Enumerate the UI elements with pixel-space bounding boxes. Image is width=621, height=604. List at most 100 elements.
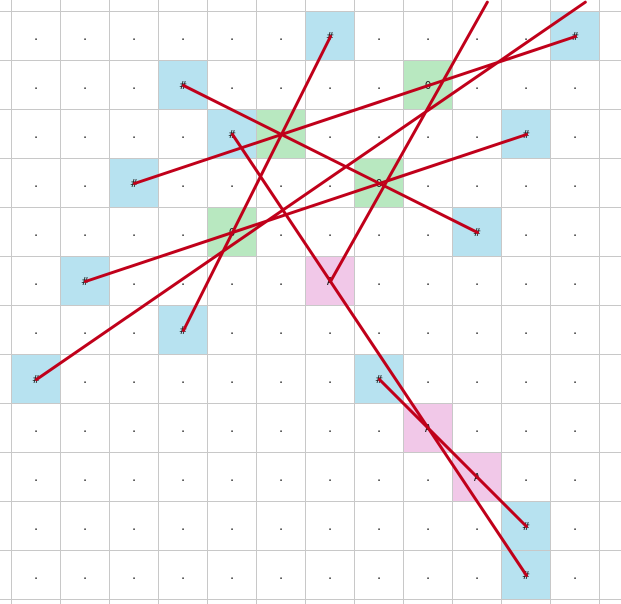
grid-cell-empty: . [355, 257, 404, 306]
grid-cell-empty: . [306, 404, 355, 453]
gridline-vertical [403, 0, 404, 604]
grid-cell-empty: . [61, 551, 110, 600]
gridline-horizontal [0, 60, 621, 61]
grid-cell-empty: . [453, 110, 502, 159]
grid-cell-empty: . [61, 355, 110, 404]
grid-cell-antenna: # [502, 502, 551, 551]
grid-cell-empty: . [110, 502, 159, 551]
grid-cell-empty: . [306, 61, 355, 110]
grid-cell-antenna: # [551, 12, 600, 61]
grid-cell-empty: . [12, 12, 61, 61]
grid-cell-empty: . [257, 12, 306, 61]
grid-cell-empty: . [61, 502, 110, 551]
grid-cell-empty: . [355, 110, 404, 159]
grid-cell-empty: . [257, 404, 306, 453]
grid-cell-empty: . [551, 502, 600, 551]
gridline-vertical [501, 0, 502, 604]
grid-cell-empty: . [453, 404, 502, 453]
grid-cell-empty: . [208, 502, 257, 551]
grid-cell-empty: . [453, 257, 502, 306]
grid-cell-empty: . [12, 159, 61, 208]
grid-cell-antinode: A [453, 453, 502, 502]
grid-cell-overlap: 0 [208, 208, 257, 257]
grid-cell-empty: . [159, 110, 208, 159]
grid-cell-empty: . [502, 159, 551, 208]
grid-cell-antenna: # [502, 551, 551, 600]
grid-cell-antenna: # [110, 159, 159, 208]
grid-cell-empty: . [61, 159, 110, 208]
gridline-horizontal [0, 599, 621, 600]
grid-cell-empty: . [12, 306, 61, 355]
grid-cell-empty: . [306, 502, 355, 551]
grid-cell-empty: . [110, 12, 159, 61]
grid-cell-empty: . [12, 257, 61, 306]
grid-cell-empty: . [306, 355, 355, 404]
grid-cell-empty: . [355, 453, 404, 502]
grid-cell-empty: . [12, 453, 61, 502]
grid-cell-empty: . [502, 257, 551, 306]
grid-cell-empty: . [12, 110, 61, 159]
grid-cell-empty: . [551, 404, 600, 453]
grid-cell-empty: . [110, 453, 159, 502]
grid-cell-empty: . [502, 61, 551, 110]
grid-cell-empty: . [306, 453, 355, 502]
grid-cell-empty: . [159, 551, 208, 600]
grid-cell-empty: . [600, 502, 621, 551]
grid-cell-empty: . [61, 12, 110, 61]
grid-cell-empty: . [208, 61, 257, 110]
grid-cell-empty: . [12, 61, 61, 110]
gridline-vertical [354, 0, 355, 604]
gridline-horizontal [0, 354, 621, 355]
grid-cell-empty: . [551, 257, 600, 306]
grid-cell-empty: . [257, 257, 306, 306]
grid-cell-empty: . [159, 12, 208, 61]
grid-cell-empty: . [355, 61, 404, 110]
grid-cell-empty: . [404, 306, 453, 355]
grid-cell-empty: . [355, 12, 404, 61]
grid-cell-empty: . [208, 551, 257, 600]
grid-cell-empty: . [12, 551, 61, 600]
grid-cell-empty: . [551, 453, 600, 502]
grid-cell-empty: . [551, 306, 600, 355]
grid-cell-antenna: # [208, 110, 257, 159]
grid-cell-empty: . [257, 159, 306, 208]
grid-cell-empty: . [551, 208, 600, 257]
grid-cell-empty: . [110, 208, 159, 257]
gridline-vertical [256, 0, 257, 604]
gridline-vertical [599, 0, 600, 604]
grid-cell-empty: . [600, 159, 621, 208]
grid-cell-empty: . [453, 306, 502, 355]
grid-cell-empty: . [61, 61, 110, 110]
grid-cell-empty: . [551, 551, 600, 600]
grid-cell-antenna: # [453, 208, 502, 257]
grid-cell-empty: . [551, 159, 600, 208]
grid-cell-empty: . [502, 404, 551, 453]
grid-cell-empty: . [355, 502, 404, 551]
grid-cell-empty: . [61, 404, 110, 453]
grid-cell-empty: . [600, 208, 621, 257]
grid-cell-empty: . [159, 404, 208, 453]
grid-cell-empty: . [453, 12, 502, 61]
grid-cell-empty: . [110, 355, 159, 404]
grid-cell-empty: . [600, 355, 621, 404]
gridline-horizontal [0, 158, 621, 159]
grid-cell-empty: . [453, 551, 502, 600]
grid-cell-empty: . [404, 208, 453, 257]
grid-cell-empty: . [61, 208, 110, 257]
gridline-horizontal [0, 109, 621, 110]
grid-cell-empty: . [453, 502, 502, 551]
grid-cell-empty: . [404, 453, 453, 502]
grid-cell-empty: . [453, 61, 502, 110]
grid-cell-antinode: A [404, 404, 453, 453]
grid-cell-empty: . [306, 208, 355, 257]
grid-cell-empty: . [600, 453, 621, 502]
grid-cell-empty: . [404, 502, 453, 551]
grid-cell-empty: . [404, 159, 453, 208]
grid-cell-empty: . [159, 453, 208, 502]
grid-cell-empty: . [61, 110, 110, 159]
grid-cell-empty: . [257, 502, 306, 551]
grid-cell-empty: . [600, 110, 621, 159]
grid-cell-empty: . [600, 61, 621, 110]
grid-cell-antenna: # [355, 355, 404, 404]
